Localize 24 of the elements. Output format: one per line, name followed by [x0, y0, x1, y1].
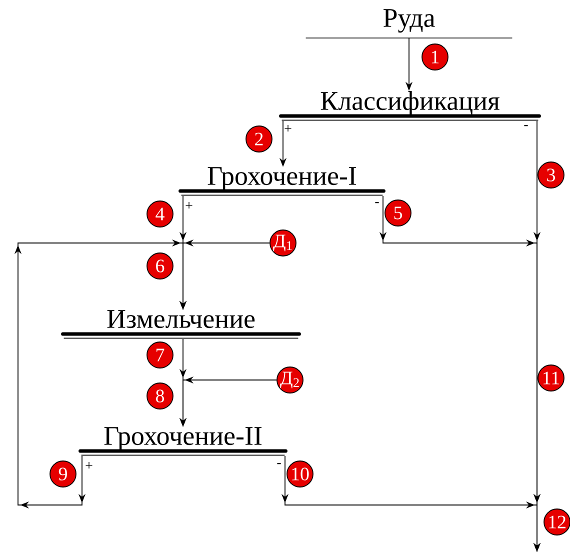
- callout-number: 8: [146, 382, 174, 410]
- callout-number: 2: [246, 126, 272, 152]
- process-bar: Классификация: [279, 91, 541, 121]
- port-sign: -: [375, 202, 379, 204]
- process-bar: Грохочение-I: [178, 167, 386, 196]
- process-bar: Грохочение-II: [78, 427, 288, 456]
- feed-line: Руда: [305, 9, 513, 38]
- port-sign: -: [277, 463, 281, 464]
- port-sign: -: [524, 125, 528, 126]
- callout-number: 12: [544, 508, 570, 536]
- callout-number: 10: [286, 460, 314, 488]
- callout-number: 3: [538, 162, 564, 188]
- callout-number: 6: [146, 252, 174, 280]
- process-bar: Измельчение: [61, 310, 301, 339]
- port-sign: +: [284, 125, 292, 132]
- callout-number: 7: [146, 342, 174, 368]
- callout-number: 11: [538, 364, 564, 392]
- port-sign: +: [186, 202, 192, 209]
- callout-number: 1: [422, 44, 448, 70]
- callout-number: 5: [384, 200, 412, 226]
- arrow: [14, 239, 187, 509]
- port-sign: +: [86, 462, 92, 469]
- callout-number: 9: [50, 460, 76, 488]
- callout-number: 4: [146, 200, 174, 228]
